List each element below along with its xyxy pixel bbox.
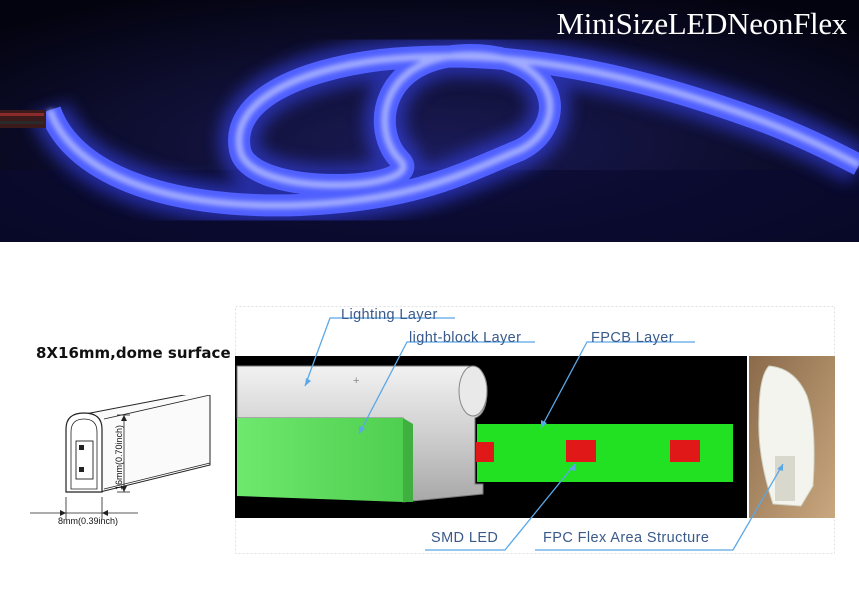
layer-cross-section: + <box>235 306 835 554</box>
callout-light-block <box>358 341 535 435</box>
spec-title: 8X16mm,dome surface <box>36 344 231 362</box>
callout-lighting <box>304 317 455 387</box>
label-fpc-flex-area: FPC Flex Area Structure <box>543 530 710 546</box>
smd-led-3 <box>670 440 700 462</box>
smd-led-1 <box>476 442 494 462</box>
width-dimension-label: 8mm(0.39inch) <box>58 516 119 526</box>
hero-banner: MiniSizeLEDNeonFlex <box>0 0 859 242</box>
label-fpcb-layer: FPCB Layer <box>591 330 674 346</box>
smd-led-2 <box>566 440 596 462</box>
label-lighting-layer: Lighting Layer <box>341 307 438 323</box>
svg-text:+: + <box>353 375 359 387</box>
callout-fpcb <box>540 341 695 429</box>
profile-drawing <box>30 395 211 519</box>
callout-smd <box>425 463 576 551</box>
callout-fpc-flex <box>535 463 784 551</box>
label-light-block-layer: light-block Layer <box>409 330 522 346</box>
label-smd-led: SMD LED <box>431 530 499 546</box>
neon-strip-illustration <box>0 0 859 242</box>
height-dimension-label: 16mm(0.70inch) <box>114 424 124 490</box>
banner-title: MiniSizeLEDNeonFlex <box>556 6 848 41</box>
structure-diagram: + Lighting Layer light-block Layer FPCB … <box>235 306 835 554</box>
light-block-shape <box>237 418 403 502</box>
